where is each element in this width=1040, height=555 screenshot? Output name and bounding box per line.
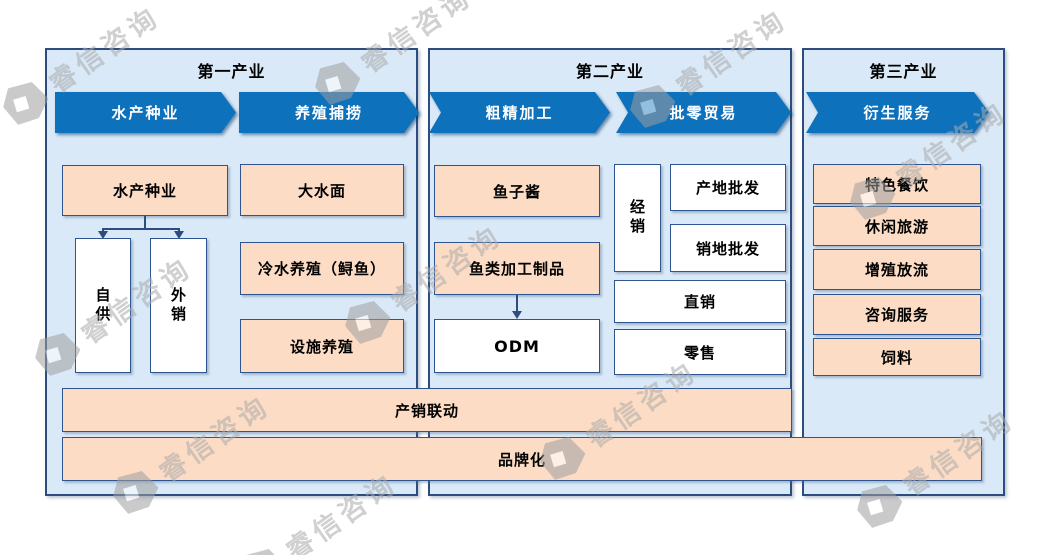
box-self-supply: 自供 (75, 238, 131, 373)
process-arrow-label: 粗精加工 (429, 92, 610, 133)
box-cold-water-farming: 冷水养殖（鲟鱼） (240, 242, 404, 295)
connector-drop-left (102, 228, 104, 232)
box-origin-wholesale: 产地批发 (670, 164, 786, 211)
box-aquatic-seed: 水产种业 (62, 165, 228, 216)
bar-production-sales-linkage: 产销联动 (62, 388, 792, 432)
box-caviar: 鱼子酱 (434, 165, 600, 217)
connector-bar (102, 228, 180, 230)
process-arrow-label: 养殖捕捞 (239, 92, 419, 133)
box-retail: 零售 (614, 329, 786, 375)
box-external-sales: 外销 (150, 238, 207, 373)
panel-title-tertiary: 第三产业 (869, 62, 938, 81)
arrowhead-down-icon (98, 231, 108, 239)
box-distribution: 经销 (614, 164, 661, 272)
box-feed: 饲料 (813, 338, 981, 376)
ruixin-logo-icon (233, 540, 291, 555)
connector-stem (144, 216, 146, 229)
process-arrow-label: 水产种业 (55, 92, 236, 133)
box-odm: ODM (434, 319, 600, 373)
box-leisure-tourism: 休闲旅游 (813, 206, 981, 246)
box-stock-enhancement: 增殖放流 (813, 249, 981, 290)
box-consulting-services: 咨询服务 (813, 294, 981, 335)
connector-drop-right (178, 228, 180, 232)
process-arrow-label: 衍生服务 (806, 92, 989, 133)
process-arrow-wholesale-retail-trade: 批零贸易 (616, 92, 791, 133)
bar-branding: 品牌化 (62, 437, 982, 481)
process-arrow-processing: 粗精加工 (429, 92, 610, 133)
arrowhead-down-icon (512, 311, 522, 319)
box-specialty-dining: 特色餐饮 (813, 164, 981, 204)
connector-stem (516, 295, 518, 312)
box-large-water-surface: 大水面 (240, 164, 404, 216)
process-arrow-derived-services: 衍生服务 (806, 92, 989, 133)
box-direct-sales: 直销 (614, 280, 786, 323)
panel-title-secondary: 第二产业 (575, 62, 644, 81)
box-processed-fish-products: 鱼类加工制品 (434, 242, 600, 295)
box-facility-farming: 设施养殖 (240, 319, 404, 373)
process-arrow-seed-industry: 水产种业 (55, 92, 236, 133)
box-destination-wholesale: 销地批发 (670, 224, 786, 272)
panel-title-primary: 第一产业 (197, 62, 266, 81)
process-arrow-label: 批零贸易 (616, 92, 791, 133)
arrowhead-down-icon (174, 231, 184, 239)
process-arrow-farming-fishing: 养殖捕捞 (239, 92, 419, 133)
